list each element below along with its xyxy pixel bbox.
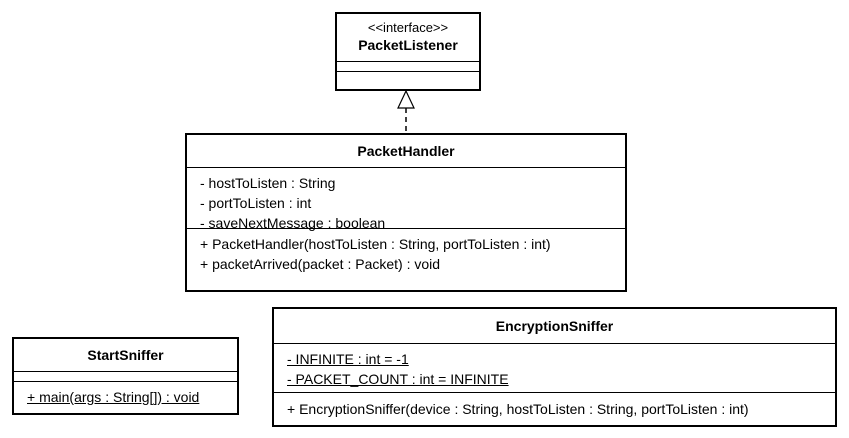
class-header: EncryptionSniffer: [274, 309, 835, 344]
static-attribute: - INFINITE : int = -1: [287, 351, 409, 367]
operation: + PacketHandler(hostToListen : String, p…: [200, 236, 551, 252]
class-packet-handler[interactable]: PacketHandler - hostToListen : String - …: [185, 133, 627, 292]
static-attribute: - PACKET_COUNT : int = INFINITE: [287, 371, 509, 387]
static-operation: + main(args : String[]) : void: [27, 389, 200, 405]
attributes-compartment: - hostToListen : String - portToListen :…: [187, 168, 625, 231]
attributes-compartment: [337, 62, 479, 72]
attribute: - saveNextMessage : boolean: [200, 215, 386, 231]
operation: + EncryptionSniffer(device : String, hos…: [287, 401, 749, 417]
attributes-compartment: - INFINITE : int = -1 - PACKET_COUNT : i…: [274, 344, 835, 393]
class-name: EncryptionSniffer: [495, 318, 614, 334]
class-name: PacketHandler: [357, 143, 455, 159]
operations-compartment: + main(args : String[]) : void: [14, 382, 237, 407]
operations-compartment: + EncryptionSniffer(device : String, hos…: [274, 393, 835, 419]
stereotype-label: <<interface>>: [367, 20, 449, 35]
operation: + packetArrived(packet : Packet) : void: [200, 256, 441, 272]
class-name: PacketListener: [358, 37, 458, 53]
class-header: PacketHandler: [187, 135, 625, 168]
attribute: - hostToListen : String: [200, 175, 336, 191]
class-encryption-sniffer[interactable]: EncryptionSniffer - INFINITE : int = -1 …: [272, 307, 837, 427]
operations-compartment: + PacketHandler(hostToListen : String, p…: [187, 229, 625, 274]
class-name: StartSniffer: [87, 347, 164, 363]
class-header: StartSniffer: [14, 339, 237, 372]
realization-hollow-arrowhead: [397, 89, 415, 109]
class-packet-listener[interactable]: <<interface>> PacketListener: [335, 12, 481, 91]
attribute: - portToListen : int: [200, 195, 312, 211]
class-header: <<interface>> PacketListener: [337, 14, 479, 62]
attributes-compartment: [14, 372, 237, 382]
class-start-sniffer[interactable]: StartSniffer + main(args : String[]) : v…: [12, 337, 239, 415]
